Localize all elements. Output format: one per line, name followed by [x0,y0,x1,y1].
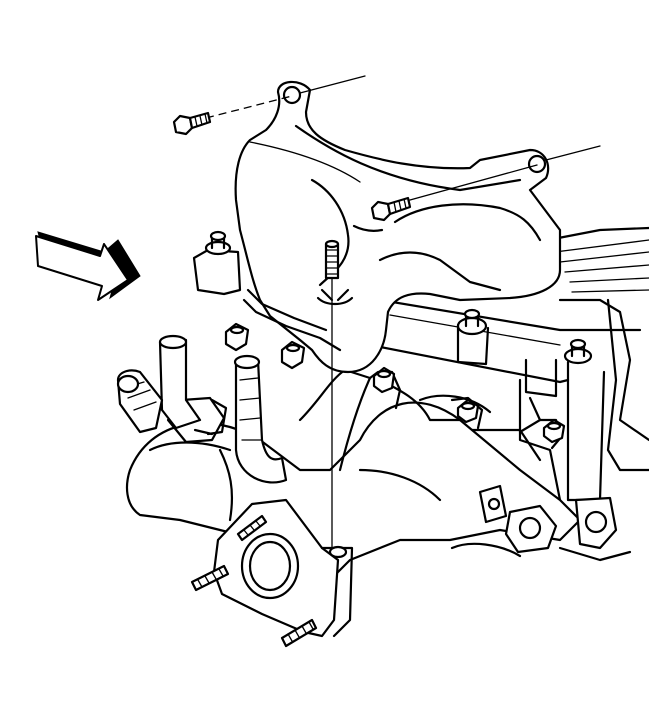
leader-lines [205,75,601,549]
bolt-icon [370,196,412,222]
head-bolt-boss-2 [524,338,606,502]
exhaust-manifold [125,368,582,582]
stud-icon [324,239,340,280]
view-direction-arrow-icon [35,231,141,301]
manifold-nut [456,398,480,424]
heat-shield [234,80,562,374]
bolt-icon [172,111,212,136]
lower-right-components [450,484,632,562]
manifold-nut [542,418,566,444]
stud-icon [280,618,318,648]
head-bolt-boss-1 [456,308,490,366]
manifold-nut [372,366,396,394]
stud-icon [236,514,268,542]
coolant-hose [233,354,288,484]
stud-icon [190,564,230,592]
manifold-nut [280,340,306,370]
manifold-nut [224,322,250,352]
water-outlet-fitting [116,334,228,436]
mounting-bracket [192,230,242,296]
